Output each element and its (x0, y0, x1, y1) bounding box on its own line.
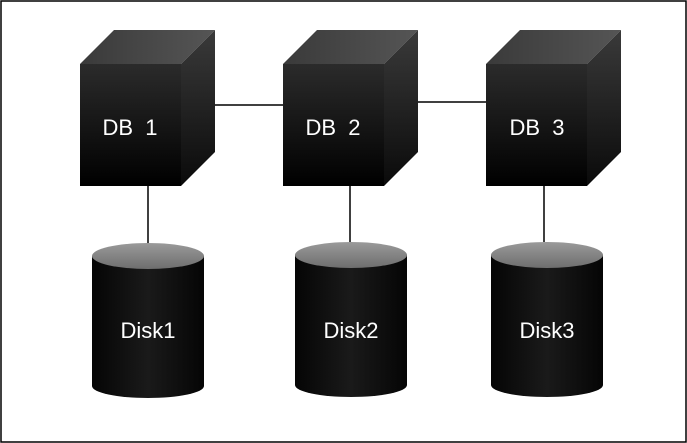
cylinder-body (491, 255, 603, 397)
cube-top-face (283, 30, 418, 64)
server-label: DB 2 (305, 115, 360, 140)
cylinder-body (295, 255, 407, 397)
cube-top-face (486, 30, 621, 64)
server-label: DB 3 (509, 115, 564, 140)
cube-front-face (486, 64, 587, 186)
disk-label: Disk2 (323, 318, 378, 343)
cube-top-face (80, 30, 215, 64)
server-db2: DB 2 (283, 30, 418, 186)
cylinder-body (92, 256, 204, 398)
disk-label: Disk1 (120, 318, 175, 343)
server-db1: DB 1 (80, 30, 215, 186)
cube-front-face (80, 64, 181, 186)
cylinder-top (295, 242, 407, 268)
disk-2: Disk2 (295, 242, 407, 397)
cylinder-top (491, 242, 603, 268)
disk-3: Disk3 (491, 242, 603, 397)
cube-side-face (384, 30, 418, 186)
cube-side-face (181, 30, 215, 186)
disk-label: Disk3 (519, 318, 574, 343)
cube-front-face (283, 64, 384, 186)
server-db3: DB 3 (486, 30, 621, 186)
server-label: DB 1 (102, 115, 157, 140)
cylinder-top (92, 243, 204, 269)
cube-side-face (587, 30, 621, 186)
disk-1: Disk1 (92, 243, 204, 398)
